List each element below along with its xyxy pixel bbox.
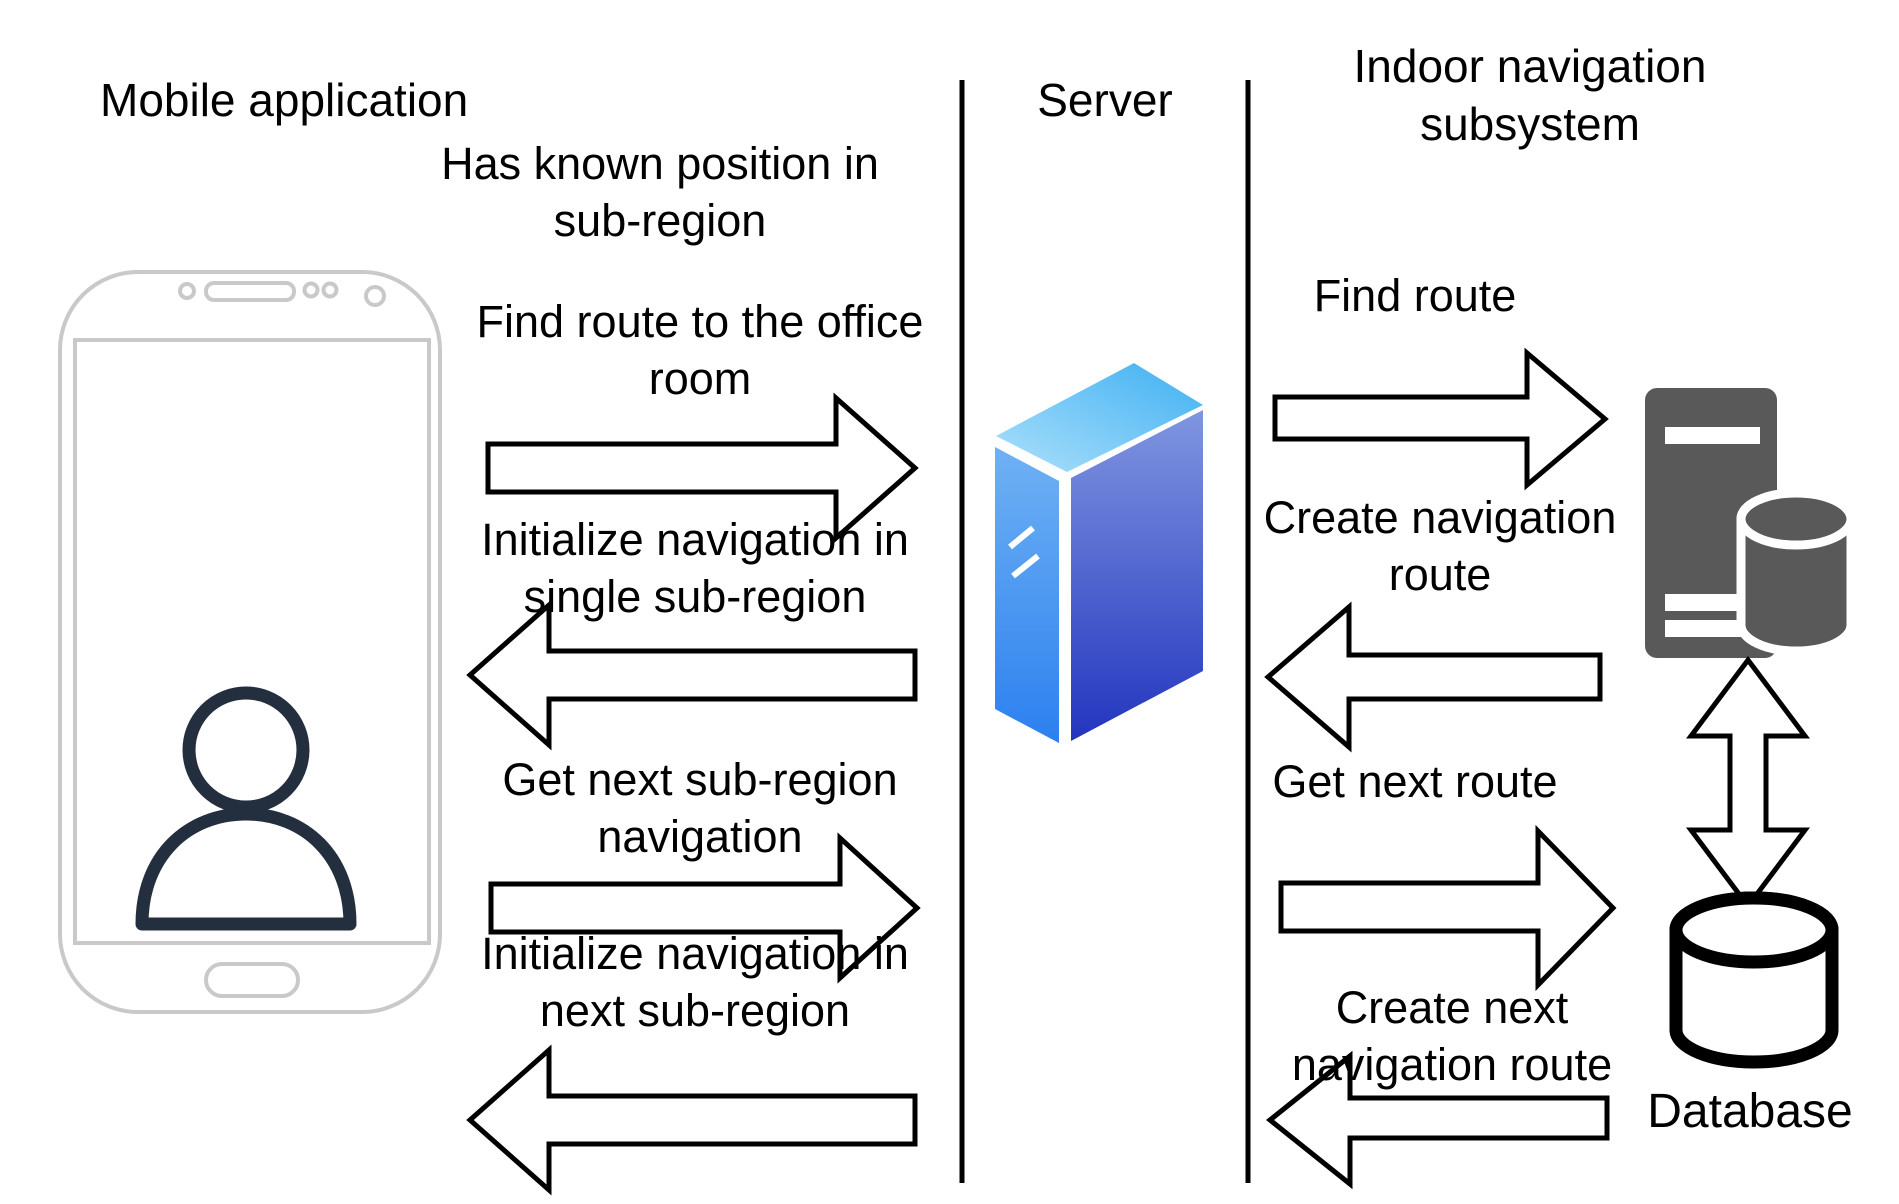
label-line: single sub-region [523,570,867,622]
arrow-right-find-route [1272,347,1609,491]
arrow-right-find-route-office [485,392,919,544]
label-get-next-route: Get next route [1260,754,1570,811]
label-line: route [1388,548,1492,600]
label-init-next-subregion: Initialize navigation in next sub-region [420,926,970,1039]
label-get-next-subregion: Get next sub-region navigation [440,752,960,865]
lane-title-server: Server [1037,74,1173,126]
label-line: next sub-region [539,984,851,1036]
arrow-left-create-navigation-route [1264,601,1603,753]
mobile-server-arrows [466,392,921,1196]
label-line: Create navigation [1263,492,1617,543]
lane-title-subsystem: Indoor navigation subsystem [1280,38,1780,154]
lifelines [959,80,1251,1183]
smartphone-icon [58,270,442,1014]
user-person-icon [135,686,357,931]
server-box-icon [995,363,1203,743]
database-label: Database [1647,1085,1853,1138]
label-line: Initialize navigation in [481,514,909,565]
label-line: room [648,352,752,404]
database-cylinder-icon [1669,891,1839,1069]
label-line: Find route [1313,270,1517,321]
arrow-left-init-next-subregion [466,1044,918,1196]
label-line: navigation [597,810,803,862]
label-line: Get next route [1272,756,1558,807]
label-find-route-office: Find route to the office room [440,294,960,407]
arrow-right-get-next-subregion [488,832,921,984]
label-line: Create next [1335,982,1569,1033]
lane-title-subsystem-line2: subsystem [1420,97,1640,150]
label-line: Get next sub-region [502,754,898,805]
lane-title-subsystem-line1: Indoor navigation [1353,40,1707,92]
arrow-left-init-single-subregion [466,599,918,751]
label-create-next-navigation-route: Create next navigation route [1252,980,1652,1093]
label-find-route: Find route [1260,268,1570,325]
lane-title-mobile: Mobile application [100,74,469,126]
label-line: navigation route [1291,1038,1613,1090]
arrow-right-get-next-route [1278,824,1617,992]
server-tower-with-database-icon [1645,388,1856,658]
server-subsystem-arrows [1264,347,1617,1190]
double-vertical-arrow-icon [1686,655,1810,911]
label-line: Find route to the office [476,296,924,347]
note-line2: sub-region [553,194,767,246]
label-init-single-subregion: Initialize navigation in single sub-regi… [420,512,970,625]
label-create-navigation-route: Create navigation route [1255,490,1625,603]
arrow-left-create-next-navigation-route [1265,1050,1610,1190]
note-line1: Has known position in [441,138,879,189]
label-line: Initialize navigation in [481,928,909,979]
note-has-known-position: Has known position in sub-region [400,136,920,249]
